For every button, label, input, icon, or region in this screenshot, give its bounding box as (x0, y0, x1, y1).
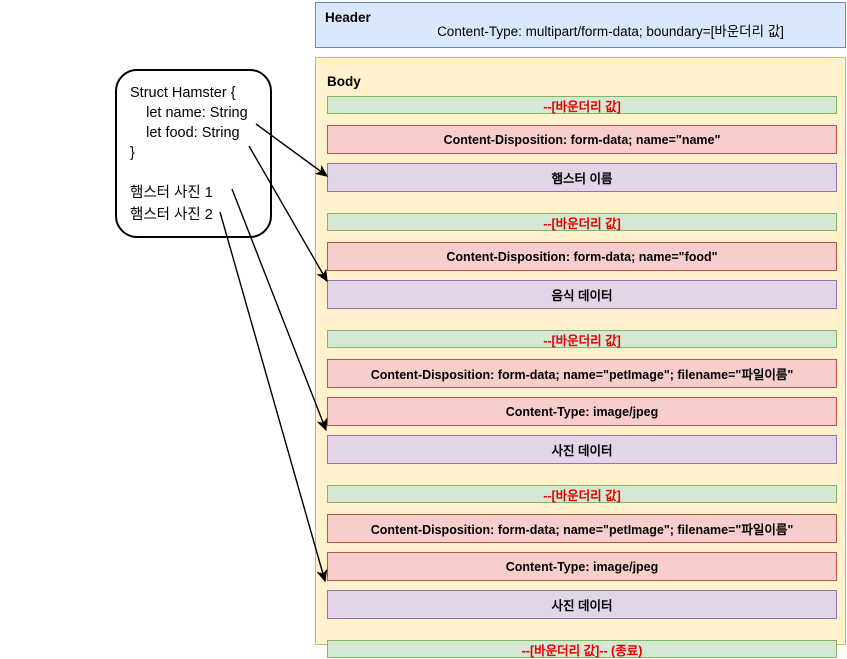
http-body-panel: Body --[바운더리 값] Content-Disposition: form… (315, 57, 846, 658)
body-panel-title: Body (327, 74, 361, 89)
multipart-row-payload: 햄스터 이름 (327, 163, 837, 192)
multipart-row-boundary: --[바운더리 값] (327, 213, 837, 231)
struct-definition-box: Struct Hamster { let name: String let fo… (115, 69, 272, 238)
multipart-row-disposition: Content-Disposition: form-data; name="pe… (327, 359, 837, 388)
multipart-row-content-type: Content-Type: image/jpeg (327, 552, 837, 581)
http-header-panel: Header Content-Type: multipart/form-data… (315, 2, 846, 48)
multipart-row-boundary: --[바운더리 값] (327, 330, 837, 348)
multipart-row-disposition: Content-Disposition: form-data; name="pe… (327, 514, 837, 543)
multipart-row-disposition: Content-Disposition: form-data; name="na… (327, 125, 837, 154)
multipart-row-content-type: Content-Type: image/jpeg (327, 397, 837, 426)
multipart-row-boundary: --[바운더리 값] (327, 485, 837, 503)
header-content-type-value: Content-Type: multipart/form-data; bound… (437, 24, 784, 39)
header-panel-title: Header (325, 10, 371, 25)
multipart-row-payload: 사진 데이터 (327, 590, 837, 619)
multipart-rows-list: --[바운더리 값] Content-Disposition: form-data… (327, 96, 837, 658)
hamster-photos-text: 햄스터 사진 1 햄스터 사진 2 (130, 185, 213, 223)
multipart-row-payload: 사진 데이터 (327, 435, 837, 464)
multipart-row-boundary: --[바운더리 값]-- (종료) (327, 640, 837, 658)
multipart-row-disposition: Content-Disposition: form-data; name="fo… (327, 242, 837, 271)
multipart-row-boundary: --[바운더리 값] (327, 96, 837, 114)
arrow-photo2-to-payload (219, 211, 328, 583)
multipart-row-payload: 음식 데이터 (327, 280, 837, 309)
struct-code-text: Struct Hamster { let name: String let fo… (130, 85, 248, 161)
